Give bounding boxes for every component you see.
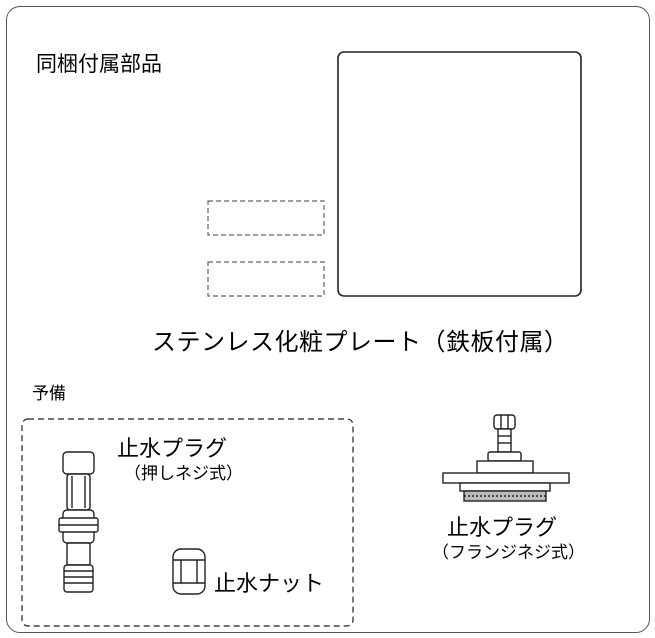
stop-nut xyxy=(172,548,206,595)
push-plug-label: 止水プラグ xyxy=(117,437,228,462)
hidden-iron-plate-lower xyxy=(207,261,325,297)
spare-parts-box xyxy=(21,418,354,627)
diagram-frame xyxy=(6,6,650,633)
spare-label: 予備 xyxy=(32,384,66,404)
hidden-iron-plate-upper xyxy=(207,200,325,236)
plate-label: ステンレス化粧プレート（鉄板付属） xyxy=(152,328,569,356)
included-parts-heading: 同梱付属部品 xyxy=(36,52,162,76)
stainless-plate xyxy=(337,51,582,297)
push-plug-type-label: （押しネジ式） xyxy=(124,464,243,484)
flange-screw-plug xyxy=(442,414,570,502)
flange-plug-type-label: （フランジネジ式） xyxy=(432,543,585,563)
flange-plug-label: 止水プラグ xyxy=(447,516,558,541)
nut-label: 止水ナット xyxy=(214,572,325,597)
push-screw-plug xyxy=(58,451,99,593)
